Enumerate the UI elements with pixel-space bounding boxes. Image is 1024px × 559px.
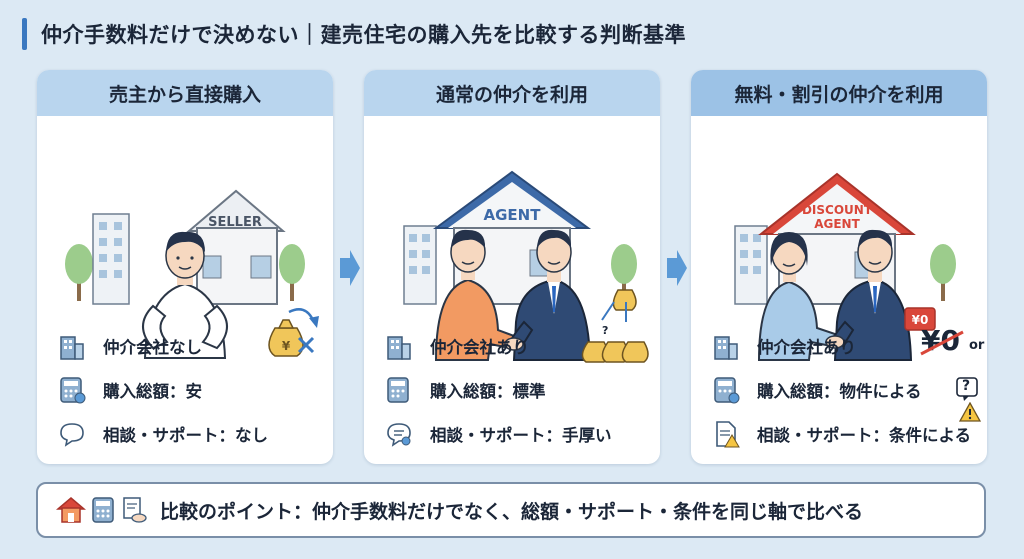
zero-tag-icon: ¥0: [904, 307, 936, 331]
card-direct-purchase: 売主から直接購入 SELLER: [37, 70, 333, 464]
svg-text:¥0: ¥0: [912, 313, 929, 327]
or-label: or: [969, 338, 985, 353]
flow-arrow-icon: [340, 250, 360, 286]
row-total-price: 購入総額：安: [55, 372, 202, 408]
calculator-icon: [382, 373, 416, 407]
row-label: 相談・サポート：手厚い: [430, 426, 612, 445]
calculator-icon: [55, 373, 89, 407]
handshake-document-icon: [123, 497, 147, 523]
building-icon: [55, 329, 89, 363]
title-bar: 仲介手数料だけで決めない｜建売住宅の購入先を比較する判断基準: [22, 12, 1002, 56]
scene-seller: SELLER ¥: [65, 189, 319, 359]
row-support: 相談・サポート：なし: [55, 416, 268, 452]
office-building-icon: [734, 225, 768, 305]
card-discount-agent: 無料・割引の仲介を利用 DISCOUNT AGENT: [691, 70, 987, 464]
building-icon: [709, 329, 743, 363]
row-label: 仲介会社なし: [103, 338, 202, 357]
row-agency: 仲介会社あり ¥0 or: [709, 324, 984, 364]
question-mark: ?: [962, 378, 971, 394]
seller-person: [142, 231, 228, 359]
building-icon: [382, 329, 416, 363]
card-header: 無料・割引の仲介を利用: [691, 70, 987, 116]
footer-summary: 比較のポイント：仲介手数料だけでなく、総額・サポート・条件を同じ軸で比べる: [36, 482, 986, 538]
page-title: 仲介手数料だけで決めない｜建売住宅の購入先を比較する判断基準: [41, 23, 686, 47]
up-arrow-icon: [601, 301, 615, 321]
speech-bubble-icon: [55, 417, 89, 451]
calculator-icon: [92, 497, 114, 523]
row-label: 購入総額：安: [103, 382, 202, 401]
money-bags-icon: [581, 289, 649, 363]
row-agency: 仲介会社なし: [55, 328, 202, 364]
house-sign-agent: AGENT: [814, 217, 860, 231]
certificate-icon: [382, 417, 416, 451]
row-agency: 仲介会社あり: [382, 328, 529, 364]
row-total-price: 購入総額：物件による ?: [709, 372, 978, 408]
flow-arrow-icon: [667, 250, 687, 286]
agent-person: [829, 229, 913, 361]
row-label: 購入総額：標準: [430, 382, 546, 401]
row-label: 購入総額：物件による: [757, 382, 922, 401]
scene-discount-agent: DISCOUNT AGENT ¥0: [734, 172, 956, 361]
row-support: 相談・サポート：手厚い: [382, 416, 612, 452]
customer-person: [757, 232, 837, 361]
tree-icon: [279, 244, 305, 301]
house-sign-seller: SELLER: [208, 215, 262, 230]
question-bubble-icon: [956, 377, 978, 401]
customer-person: [434, 229, 516, 361]
tree-icon: [930, 244, 956, 301]
warning-icon: [959, 402, 981, 422]
office-building-icon: [403, 225, 437, 305]
footer-icons: [56, 496, 148, 524]
cross-icon: [297, 336, 315, 354]
row-total-price: 購入総額：標準: [382, 372, 546, 408]
card-header: 売主から直接購入: [37, 70, 333, 116]
row-label: 仲介会社あり: [757, 338, 856, 357]
question-mark: ?: [602, 324, 608, 337]
card-normal-agent: 通常の仲介を利用 AGENT: [364, 70, 660, 464]
handshake: [825, 335, 845, 349]
tree-icon: [65, 244, 93, 301]
footer-text: 比較のポイント：仲介手数料だけでなく、総額・サポート・条件を同じ軸で比べる: [160, 500, 864, 523]
money-bag-icon: ¥: [268, 319, 304, 357]
title-accent-bar: [22, 18, 27, 50]
document-warning-icon: [709, 417, 743, 451]
strike-line: [920, 330, 964, 356]
svg-text:¥: ¥: [282, 339, 291, 353]
scene-agent: AGENT ?: [403, 170, 649, 363]
calculator-icon: [709, 373, 743, 407]
row-support: 相談・サポート：条件による: [709, 416, 971, 452]
house-icon: [56, 497, 86, 523]
agent-person: [508, 229, 592, 361]
office-building-icon: [92, 213, 130, 305]
house-sign-agent: AGENT: [484, 206, 542, 224]
house-sign-discount: DISCOUNT: [802, 203, 873, 217]
tree-icon: [611, 244, 637, 301]
row-label: 仲介会社あり: [430, 338, 529, 357]
handshake: [504, 337, 524, 351]
row-label: 相談・サポート：条件による: [757, 426, 972, 445]
row-label: 相談・サポート：なし: [103, 426, 268, 445]
arrow-head: [309, 316, 319, 328]
card-header: 通常の仲介を利用: [364, 70, 660, 116]
seller-house: [186, 189, 286, 305]
